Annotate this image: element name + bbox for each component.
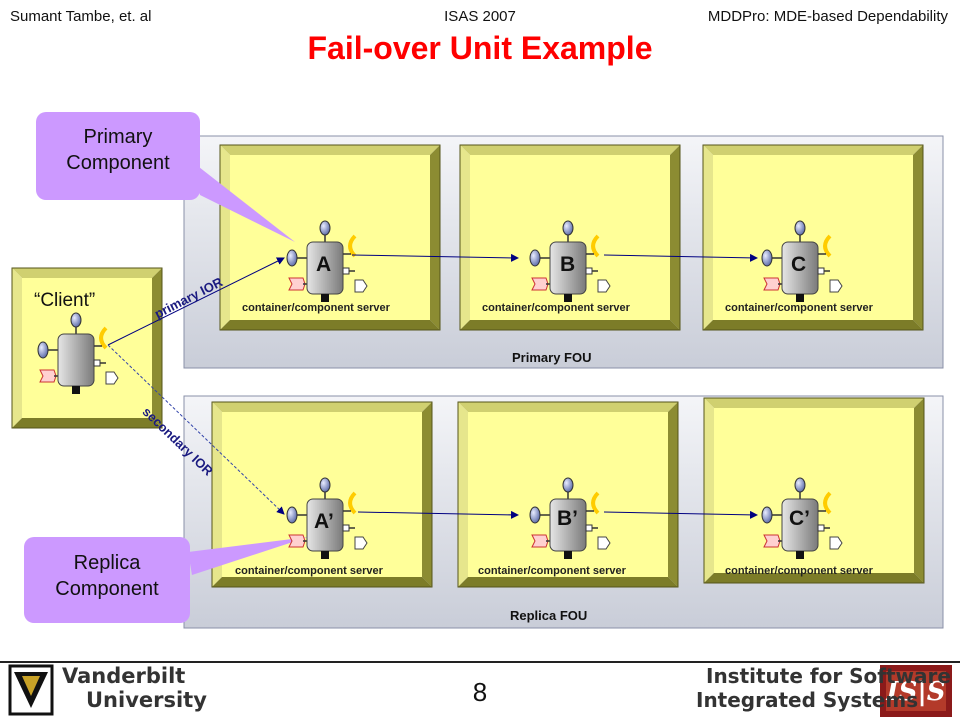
slide-title: Fail-over Unit Example: [307, 30, 653, 66]
replica-callout-pointer: [188, 537, 308, 575]
svg-text:IS|S: IS|S: [885, 677, 945, 707]
component-c-label: C: [791, 253, 807, 276]
header-author: Sumant Tambe, et. al: [10, 8, 152, 25]
component-a-label: A: [316, 253, 332, 276]
primary-callout-text: Primary Component: [66, 126, 170, 174]
page-number: 8: [472, 677, 488, 707]
secondary-ior-arrow: [107, 344, 285, 515]
primary-callout-pointer: [190, 160, 295, 242]
replica-server-c-label: container/component server: [725, 565, 873, 577]
header-conference: ISAS 2007: [444, 8, 516, 25]
header-topic: MDDPro: MDE-based Dependability: [707, 8, 948, 25]
replica-server-a-label: container/component server: [235, 565, 383, 577]
replica-callout-text: Replica Component: [55, 552, 159, 600]
connection-b-c: [603, 253, 758, 262]
primary-server-a-label: container/component server: [242, 302, 390, 314]
primary-server-c-label: container/component server: [725, 302, 873, 314]
primary-fou-label: Primary FOU: [512, 350, 592, 365]
replica-server-c: [703, 397, 925, 584]
component-a-replica-label: A’: [314, 510, 334, 533]
replica-server-a: [211, 401, 433, 588]
connection-b-c-replica: [603, 510, 758, 519]
replica-server-b-label: container/component server: [478, 565, 626, 577]
primary-server-b-label: container/component server: [482, 302, 630, 314]
connection-a-b-replica: [357, 510, 519, 519]
component-b-replica-label: B’: [557, 507, 578, 530]
component-b-label: B: [560, 253, 576, 276]
connection-a-b: [351, 253, 519, 262]
isis-logo-icon: IS|S: [880, 665, 952, 717]
replica-fou-label: Replica FOU: [510, 608, 588, 623]
vanderbilt-logo-icon: [8, 664, 54, 716]
primary-ior-arrow: [107, 257, 285, 346]
isis-logo-text: Institute for Software Integrated System…: [696, 664, 951, 712]
replica-callout-bubble: [24, 537, 190, 623]
client-label: “Client”: [34, 290, 96, 311]
primary-callout-bubble: [36, 112, 200, 200]
vanderbilt-logo-text: Vanderbilt University: [62, 664, 207, 712]
component-c-replica-label: C’: [789, 507, 810, 530]
